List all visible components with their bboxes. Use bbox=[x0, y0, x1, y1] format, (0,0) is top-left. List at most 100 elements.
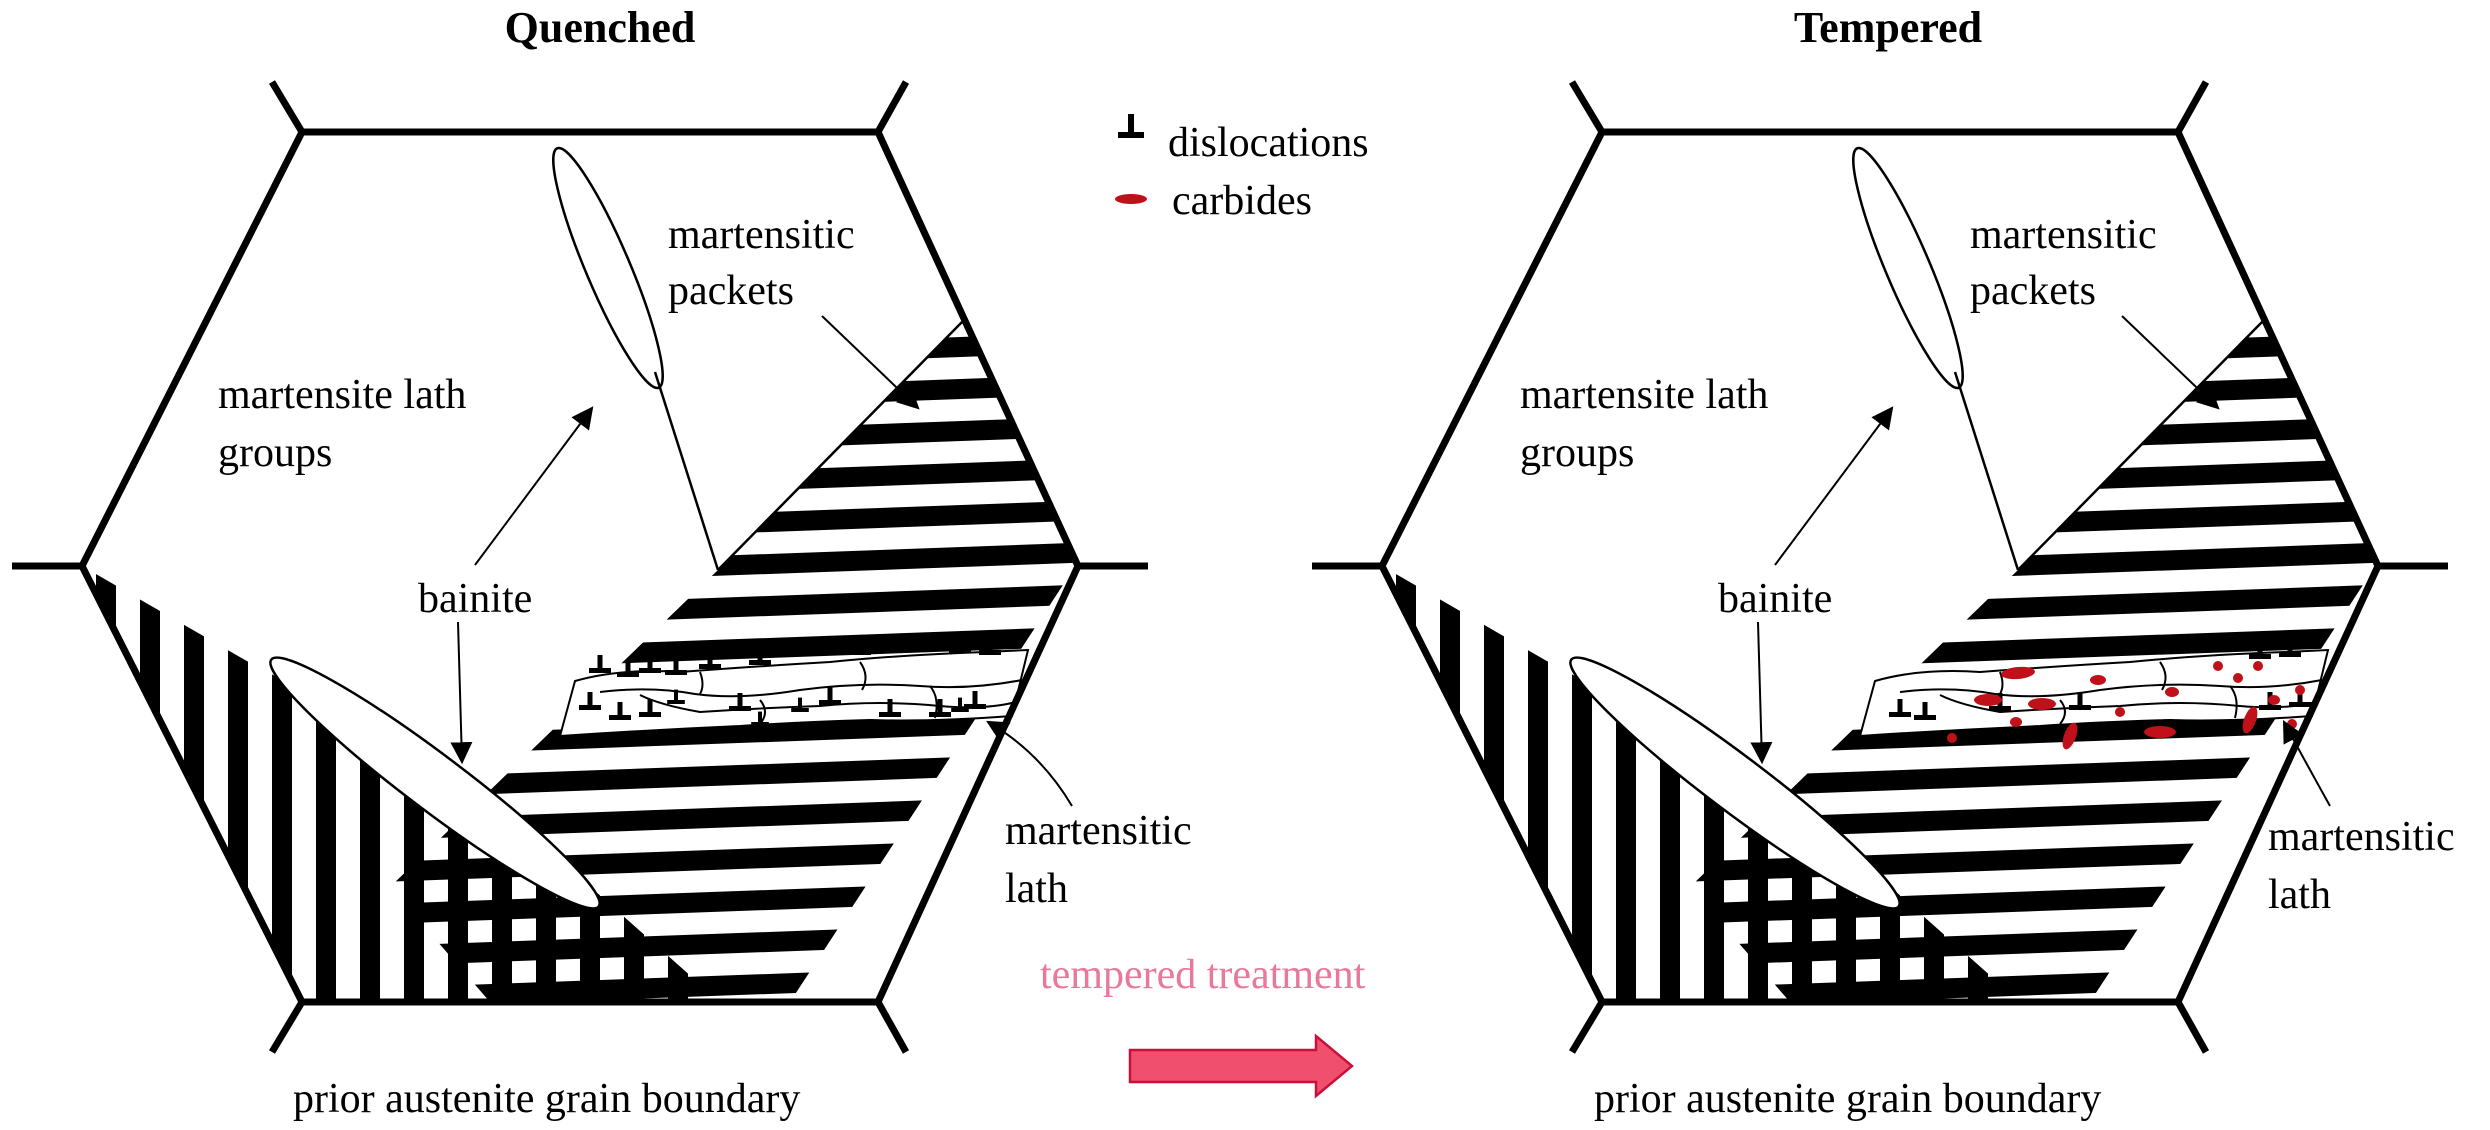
carbide-particle bbox=[2213, 661, 2223, 671]
grain-boundary-extension bbox=[1568, 1000, 1606, 1054]
carbide-particle bbox=[1974, 694, 2002, 706]
packet-stripe bbox=[390, 920, 1078, 966]
label-lath-groups: martensite lath bbox=[1520, 372, 1768, 418]
packet-stripe bbox=[1690, 752, 2378, 798]
pointer-arrow bbox=[1750, 621, 1773, 765]
packet-stripe bbox=[1690, 710, 2378, 756]
dislocation-symbol bbox=[1914, 702, 1936, 720]
packet-stripe bbox=[390, 416, 1078, 462]
dislocation-symbol bbox=[749, 647, 771, 665]
label-packets: packets bbox=[1970, 268, 2096, 314]
pointer-arrow bbox=[821, 315, 920, 410]
quenched-title: Quenched bbox=[505, 3, 696, 52]
label-bainite: bainite bbox=[1718, 576, 1832, 622]
carbide-particle bbox=[2090, 675, 2106, 685]
packet-boundary bbox=[2017, 321, 2263, 571]
packet-stripe bbox=[1690, 458, 2378, 504]
label-packets: martensitic bbox=[668, 212, 855, 258]
packet-boundary bbox=[653, 371, 720, 571]
packet-stripe bbox=[390, 458, 1078, 504]
packet-boundary bbox=[717, 321, 963, 571]
dislocation-symbol bbox=[667, 689, 685, 704]
lath-subboundary bbox=[2229, 685, 2238, 719]
label-packets: martensitic bbox=[1970, 212, 2157, 258]
carbide-particle bbox=[2115, 707, 2125, 717]
packet-stripe bbox=[390, 878, 1078, 924]
pointer-arrow bbox=[474, 406, 594, 566]
legend-carbides-label: carbides bbox=[1172, 178, 1312, 224]
process-arrow bbox=[1128, 1033, 1354, 1099]
carbide-particle bbox=[2165, 687, 2179, 697]
carbide-particle bbox=[2062, 722, 2078, 750]
dislocation-symbol bbox=[791, 697, 809, 712]
label-grain-boundary: prior austenite grain boundary bbox=[293, 1076, 800, 1122]
lath-subboundary bbox=[1899, 679, 2323, 698]
carbide-particle bbox=[2144, 726, 2176, 738]
carbide-particle bbox=[2268, 695, 2280, 705]
packet-stripe bbox=[380, 1004, 1100, 1050]
dislocation-symbol bbox=[617, 659, 639, 677]
grain-boundary-extension bbox=[2174, 80, 2210, 134]
packet-stripe bbox=[390, 500, 1078, 546]
dislocation-symbol bbox=[964, 691, 986, 709]
dislocation-symbol bbox=[2069, 692, 2091, 710]
lath-stripe bbox=[316, 566, 336, 1002]
grain-boundary-extension bbox=[268, 1000, 306, 1054]
bainite-needle-upper bbox=[1852, 146, 1964, 390]
process-indicator: tempered treatment bbox=[1040, 952, 1366, 1099]
dislocation-symbol bbox=[579, 692, 601, 710]
legend-dislocations-label: dislocations bbox=[1168, 120, 1369, 166]
lath-stripe bbox=[1660, 566, 1680, 1002]
packet-boundary bbox=[1953, 371, 2020, 571]
label-lath: martensitic bbox=[2268, 814, 2455, 860]
dislocation-symbol bbox=[2249, 641, 2271, 659]
carbide-particle bbox=[2001, 666, 2035, 680]
dislocation-symbol bbox=[2279, 639, 2301, 657]
dislocation-symbol bbox=[929, 699, 951, 717]
dislocation-legend-icon bbox=[1118, 114, 1144, 138]
lath-stripe bbox=[360, 566, 380, 1002]
grain-boundary-extension bbox=[2174, 1000, 2210, 1054]
lath-stripe bbox=[1528, 566, 1548, 1002]
quenched-panel: Quenched martensite lath groups bbox=[12, 3, 1192, 1122]
bainite-needle-upper bbox=[552, 146, 664, 390]
dislocation-symbol bbox=[949, 635, 971, 653]
dislocation-symbol bbox=[609, 702, 631, 720]
packet-stripe bbox=[1690, 500, 2378, 546]
lath-subboundary bbox=[859, 661, 867, 691]
lath-subboundary bbox=[2159, 661, 2167, 691]
dislocation-symbol bbox=[589, 655, 611, 673]
dislocation-symbol bbox=[639, 699, 661, 717]
dislocation-symbol bbox=[979, 637, 1001, 655]
lath-stripe bbox=[140, 566, 160, 1002]
label-lath-groups: groups bbox=[218, 430, 332, 476]
carbide-particle bbox=[2295, 685, 2305, 695]
carbide-legend-icon bbox=[1115, 194, 1147, 204]
dislocation-symbol bbox=[639, 655, 661, 673]
label-lath: lath bbox=[2268, 872, 2331, 918]
dislocation-symbol bbox=[879, 699, 901, 717]
label-bainite: bainite bbox=[418, 576, 532, 622]
carbide-particle bbox=[1947, 733, 1957, 743]
carbide-particle bbox=[2287, 719, 2297, 729]
label-lath: martensitic bbox=[1005, 808, 1192, 854]
dislocation-symbol bbox=[951, 697, 969, 712]
pointer-arrow bbox=[450, 621, 473, 765]
carbide-particle bbox=[2253, 661, 2263, 671]
tempered-panel: Tempered martensite lath groups martensi… bbox=[1312, 3, 2455, 1122]
carbide-particle bbox=[2242, 706, 2258, 734]
dislocation-symbol bbox=[751, 711, 769, 726]
grain-boundary-extension bbox=[1568, 80, 1606, 134]
lath-subboundary bbox=[699, 671, 704, 695]
pointer-arrow bbox=[986, 720, 1073, 807]
packet-stripe bbox=[1690, 920, 2378, 966]
label-lath-groups: martensite lath bbox=[218, 372, 466, 418]
pointer-arrow bbox=[2121, 315, 2220, 410]
grain-boundary-extension bbox=[874, 80, 910, 134]
dislocation-symbol bbox=[2289, 689, 2311, 707]
dislocation-symbol bbox=[665, 657, 687, 675]
lath-stripe bbox=[1440, 566, 1460, 1002]
lath-stripe bbox=[1616, 566, 1636, 1002]
dislocation-symbol bbox=[699, 651, 721, 669]
